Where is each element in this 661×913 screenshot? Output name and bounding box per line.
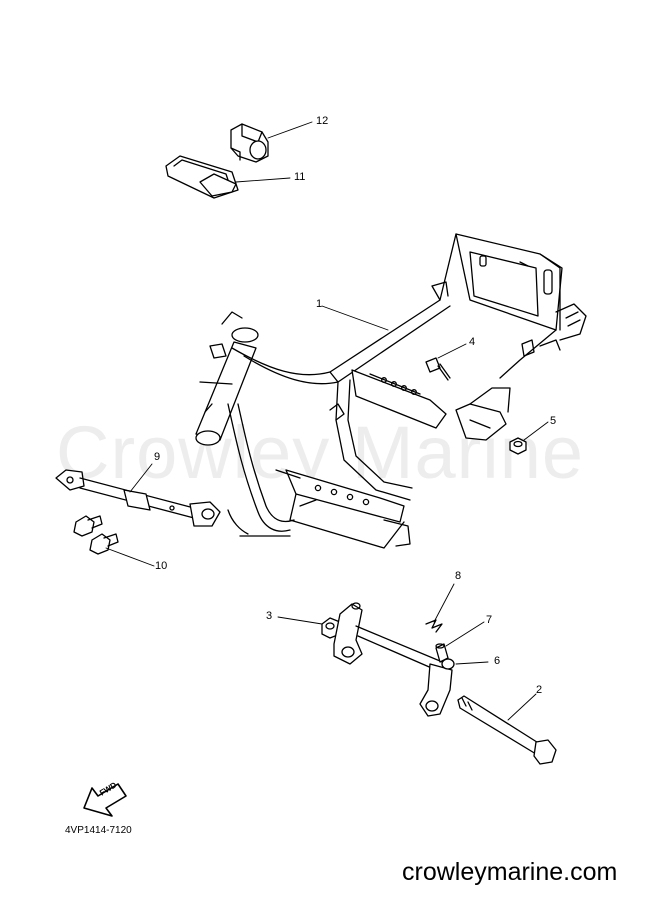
callout-3: 3 (266, 610, 273, 622)
callout-6: 6 (494, 655, 501, 667)
part-12-cushion (230, 123, 269, 163)
part-code: 4VP1414-7120 (65, 825, 132, 836)
callout-5: 5 (550, 415, 557, 427)
part-9-bracket (55, 469, 221, 527)
fwd-arrow-icon (83, 783, 127, 817)
callout-1: 1 (316, 298, 323, 310)
part-3-nut (321, 617, 341, 639)
callout-11: 11 (294, 171, 306, 183)
part-10-bolts (73, 515, 119, 555)
part-5-nut (509, 437, 527, 455)
part-1-frame (195, 233, 587, 549)
part-7-pin (435, 643, 449, 663)
callout-9: 9 (154, 451, 161, 463)
leader-lines (105, 121, 549, 721)
site-url: crowleymarine.com (402, 858, 618, 886)
callout-4: 4 (469, 336, 476, 348)
part-8-spring (425, 619, 443, 633)
callout-2: 2 (536, 684, 543, 696)
stand-shaft (333, 602, 453, 717)
part-4-bolt (425, 357, 451, 381)
callout-8: 8 (455, 570, 462, 582)
part-6-collar (441, 658, 455, 670)
callout-12: 12 (316, 115, 329, 127)
part-11-tray (165, 155, 239, 199)
callout-10: 10 (155, 560, 168, 572)
callout-7: 7 (486, 614, 493, 626)
part-2-long-bolt (457, 695, 557, 765)
